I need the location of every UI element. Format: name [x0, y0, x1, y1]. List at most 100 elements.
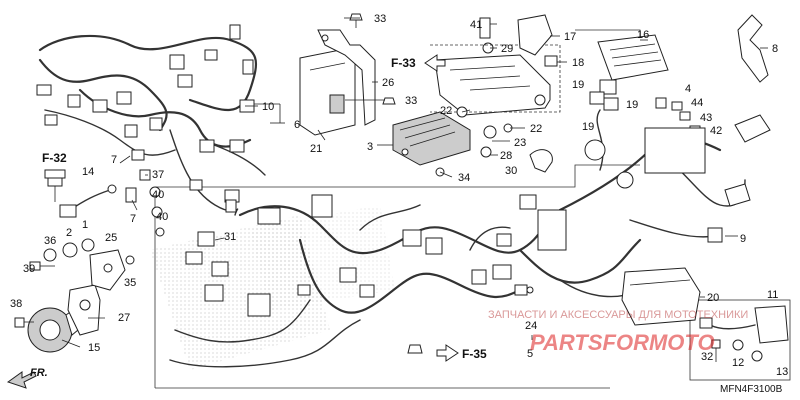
direction-label: FR.: [30, 367, 48, 379]
callout-21: 21: [310, 143, 322, 155]
callout-44: 44: [691, 97, 703, 109]
sensor-14: [59, 184, 117, 218]
callout-3: 3: [367, 141, 373, 153]
clip-30: [529, 149, 553, 173]
watermark-text: ЗАПЧАСТИ И АКСЕССУАРЫ ДЛЯ МОТОТЕХНИКИ: [488, 309, 748, 321]
callout-40-a: 40: [152, 189, 164, 201]
callout-43: 43: [700, 112, 712, 124]
bolt-33-top: [349, 13, 363, 28]
cover-8: [737, 14, 769, 83]
callout-4: 4: [685, 83, 691, 95]
bolt-33-bottom: [407, 344, 423, 354]
collar-1: [81, 238, 95, 252]
callout-38: 38: [10, 298, 22, 310]
sensor-group-box: [689, 299, 791, 381]
callout-25: 25: [105, 232, 117, 244]
callout-6: 6: [294, 119, 300, 131]
callout-27: 27: [118, 312, 130, 324]
callout-17: 17: [564, 31, 576, 43]
callout-28: 28: [500, 150, 512, 162]
callout-10: 10: [262, 101, 274, 113]
relay-17: [517, 14, 553, 56]
dashed-group-f33: [430, 44, 561, 113]
callout-7-upper: 7: [111, 154, 117, 166]
callout-36: 36: [44, 235, 56, 247]
relays-19: [589, 79, 619, 111]
clamp-7-lower: [125, 187, 137, 203]
bolt-38: [14, 317, 34, 328]
callout-41: 41: [470, 19, 482, 31]
bolt-35: [125, 255, 135, 265]
callout-23: 23: [514, 137, 526, 149]
part-4: [655, 97, 667, 109]
part-44: [671, 101, 683, 111]
callout-33-mid: 33: [405, 95, 417, 107]
sub-harness-6: [36, 24, 266, 216]
bolt-40-c: [155, 227, 165, 237]
clamp-7-upper: [131, 149, 145, 161]
callout-34: 34: [458, 172, 470, 184]
callout-19-a: 19: [572, 79, 584, 91]
callout-29: 29: [501, 43, 513, 55]
callout-12: 12: [732, 357, 744, 369]
reference-f35: F-35: [462, 347, 487, 361]
callout-15: 15: [88, 342, 100, 354]
bolt-39: [29, 261, 55, 271]
arrow-f35: [436, 344, 459, 362]
callout-11: 11: [767, 289, 778, 301]
bolt-40-b: [151, 206, 163, 218]
leader-lines: [61, 17, 768, 348]
callout-33-top: 33: [374, 13, 386, 25]
callout-32: 32: [701, 351, 713, 363]
battery-tray-bracket: [434, 17, 551, 116]
bolt-40-a: [149, 186, 161, 198]
callout-24: 24: [525, 320, 537, 332]
callout-19-c: 19: [582, 121, 594, 133]
bracket-25: [89, 249, 126, 291]
diagram-code: MFN4F3100B: [720, 384, 783, 395]
callout-30: 30: [505, 165, 517, 177]
callout-13: 13: [776, 366, 788, 378]
main-harness-5: [169, 109, 771, 368]
callout-7-lower: 7: [130, 213, 136, 225]
bolt-33-mid: [382, 97, 396, 105]
ecu-bracket-26: [317, 29, 376, 126]
nut-13: [751, 350, 763, 362]
callout-31: 31: [224, 231, 236, 243]
callout-9: 9: [740, 233, 746, 245]
callout-2: 2: [66, 227, 72, 239]
harness-5-frame: [155, 164, 640, 188]
callout-18: 18: [572, 57, 584, 69]
callout-19-b: 19: [626, 99, 638, 111]
callout-40-b: 40: [156, 211, 168, 223]
callout-1: 1: [82, 219, 88, 231]
callout-8: 8: [772, 43, 778, 55]
bolt-24: [526, 286, 534, 294]
callout-42: 42: [710, 125, 722, 137]
part-43: [679, 111, 691, 121]
callout-14: 14: [82, 166, 94, 178]
callout-37: 37: [152, 169, 164, 181]
reference-f32: F-32: [42, 151, 67, 165]
washer-12: [732, 339, 744, 351]
callout-26: 26: [382, 77, 394, 89]
cover-20: [621, 267, 701, 326]
bolt-32: [711, 339, 721, 362]
watermark-logo: PARTSFORMOTO: [530, 330, 715, 355]
relay-18: [544, 55, 558, 67]
callout-20: 20: [707, 292, 719, 304]
fuse-box-16: [597, 34, 669, 81]
ecu-21: [299, 49, 356, 136]
regulator-rectifier-3: [392, 111, 471, 177]
washer-36: [43, 248, 57, 262]
callout-22-a: 22: [440, 105, 452, 117]
f32-reference-box: [44, 169, 66, 202]
callout-16: 16: [637, 29, 649, 41]
callout-35: 35: [124, 277, 136, 289]
arrow-fr: [6, 371, 37, 389]
sensor-11: [699, 305, 789, 344]
rubber-2: [62, 242, 78, 258]
horn-bracket-27: [67, 284, 101, 336]
